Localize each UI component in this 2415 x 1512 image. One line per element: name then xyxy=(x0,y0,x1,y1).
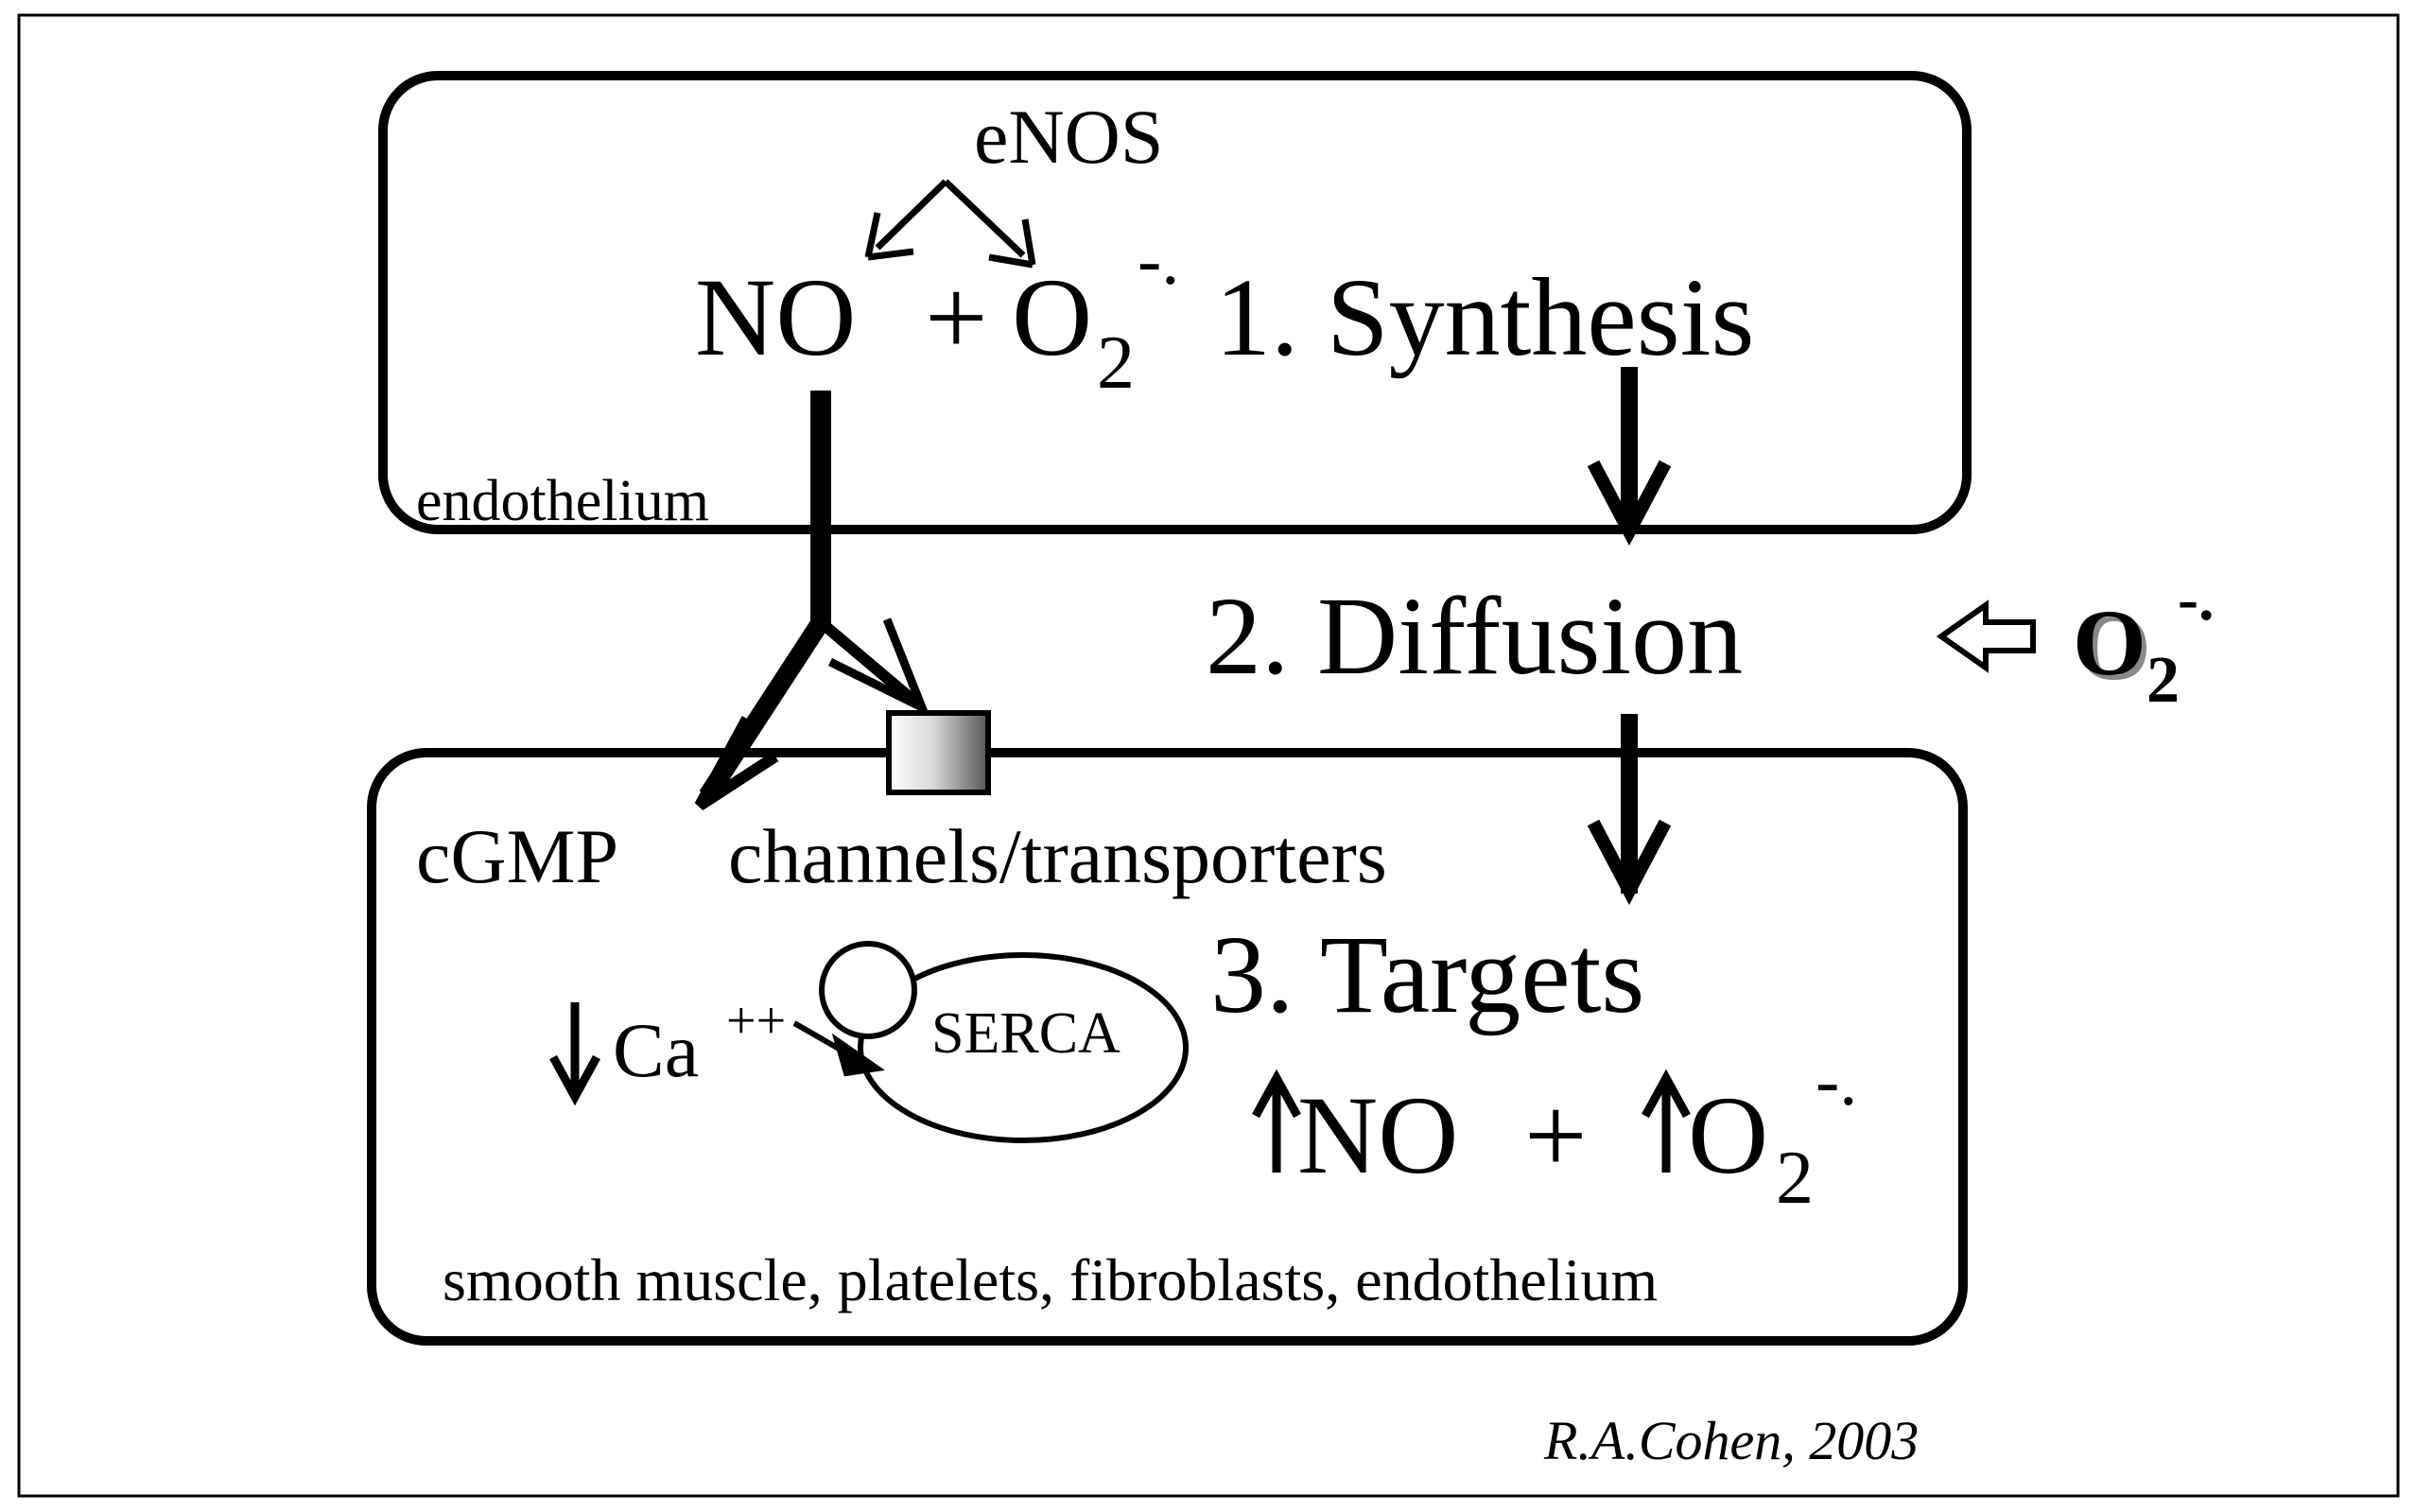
outer-frame xyxy=(17,13,2400,1498)
cgmp-label: cGMP xyxy=(416,813,618,899)
reaction-o: O xyxy=(1012,255,1092,379)
reaction-plus: + xyxy=(925,255,988,379)
arrow-down-icon xyxy=(549,1002,600,1106)
calcium-uptake-arrow xyxy=(792,1020,885,1077)
target-cells-box xyxy=(367,748,1968,1346)
reaction-no: NO xyxy=(695,255,856,379)
calcium-label: Ca xyxy=(613,1007,699,1093)
no-signaling-arrow xyxy=(694,391,930,811)
target-tissues-label: smooth muscle, platelets, fibroblasts, e… xyxy=(443,1246,1658,1313)
increase-arrow-no-icon xyxy=(1252,1069,1301,1173)
serca-loop xyxy=(819,941,917,1039)
diffusion-arrow-down-upper xyxy=(1587,367,1672,546)
diffusion-arrow-down-lower xyxy=(1587,714,1672,905)
reaction-o-superscript: -. xyxy=(1138,220,1179,300)
reaction-o-subscript: 2 xyxy=(1097,322,1135,405)
result-plus: + xyxy=(1524,1073,1588,1197)
result-no: NO xyxy=(1297,1073,1458,1197)
result-o: O xyxy=(1688,1073,1768,1197)
step-synthesis: 1. Synthesis xyxy=(1215,255,1754,379)
external-superoxide: O O 2 -. xyxy=(2073,565,2214,717)
external-o: O xyxy=(2073,590,2146,695)
channels-label: channels/transporters xyxy=(728,813,1387,899)
step-targets: 3. Targets xyxy=(1210,912,1644,1036)
step-diffusion: 2. Diffusion xyxy=(1206,574,1743,698)
external-o-shadow: O xyxy=(2077,595,2151,700)
result-o-subscript: 2 xyxy=(1776,1137,1814,1220)
increase-arrow-o2-icon xyxy=(1642,1069,1691,1173)
external-o-superscript: -. xyxy=(2178,565,2214,634)
enos-label: eNOS xyxy=(974,94,1163,180)
channel-icon xyxy=(886,710,991,795)
result-o-superscript: -. xyxy=(1816,1041,1857,1121)
endothelium-label: endothelium xyxy=(416,469,709,533)
enos-fork-arrows xyxy=(864,179,1036,269)
external-o-subscript: 2 xyxy=(2146,644,2180,717)
calcium-superscript: ++ xyxy=(726,992,786,1051)
hollow-arrow-left-icon xyxy=(1936,600,2036,673)
credit-label: R.A.Cohen, 2003 xyxy=(1543,1410,1919,1471)
serca-pump xyxy=(858,952,1189,1143)
endothelium-box xyxy=(378,71,1972,534)
serca-label: SERCA xyxy=(931,1001,1121,1066)
